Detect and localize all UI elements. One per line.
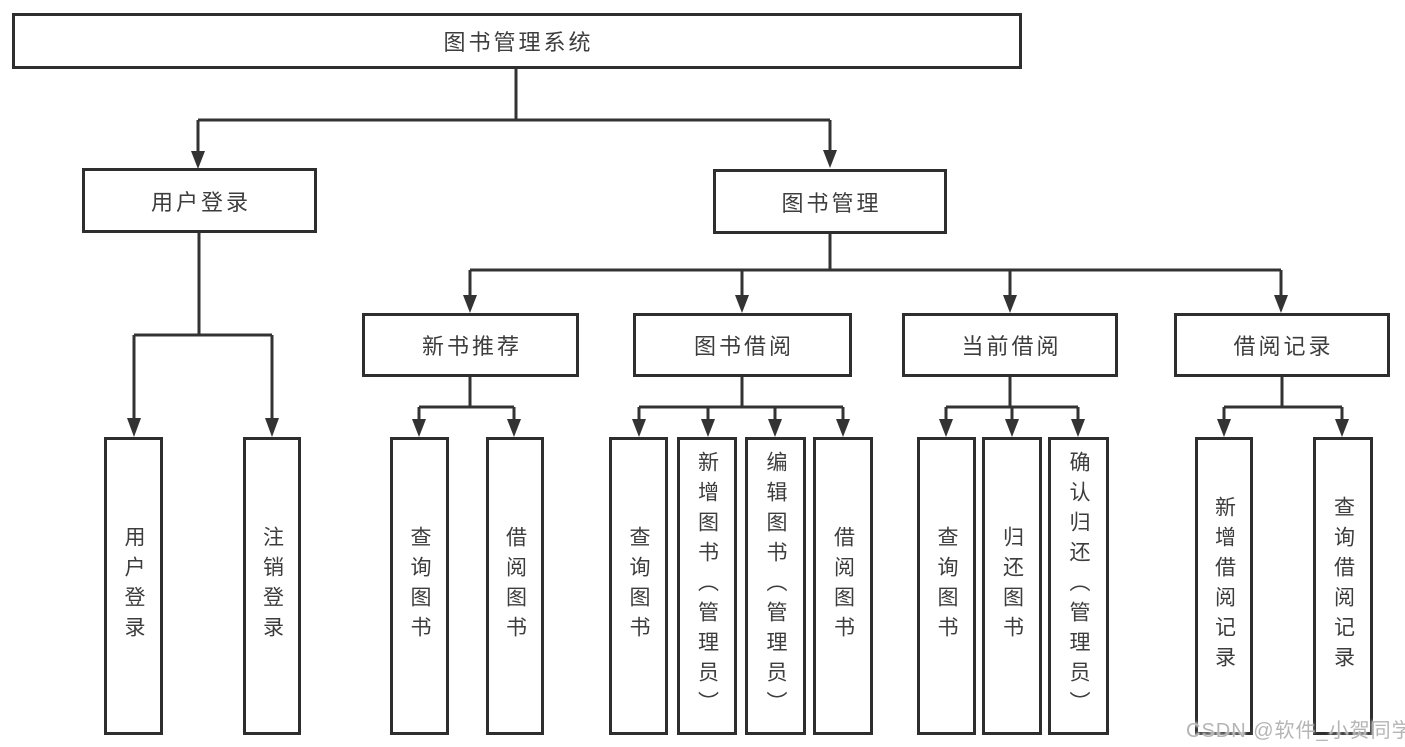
node-new-book-recommend: 新书推荐 bbox=[362, 313, 579, 377]
node-label: 用户登录 bbox=[122, 526, 145, 646]
node-label: 确认归还（管理员） bbox=[1067, 451, 1090, 721]
node-borrowing-records: 借阅记录 bbox=[1174, 313, 1390, 377]
node-book-borrowing: 图书借阅 bbox=[633, 313, 852, 377]
leaf-logout: 注销登录 bbox=[243, 437, 301, 735]
node-label: 图书借阅 bbox=[693, 334, 794, 359]
leaf-return-books: 归还图书 bbox=[982, 437, 1042, 735]
node-label: 查询图书 bbox=[408, 526, 431, 646]
node-label: 当前借阅 bbox=[961, 334, 1062, 359]
node-label: 查询图书 bbox=[627, 526, 650, 646]
node-user-login: 用户登录 bbox=[82, 168, 317, 233]
leaf-query-books-recommend: 查询图书 bbox=[390, 437, 449, 735]
leaf-edit-books-admin: 编辑图书（管理员） bbox=[745, 437, 806, 735]
node-label: 编辑图书（管理员） bbox=[764, 451, 787, 721]
node-label: 归还图书 bbox=[1000, 526, 1024, 646]
leaf-query-books-current: 查询图书 bbox=[917, 437, 976, 735]
leaf-borrow-books-recommend: 借阅图书 bbox=[486, 437, 544, 735]
leaf-confirm-return-admin: 确认归还（管理员） bbox=[1048, 437, 1109, 735]
leaf-user-login: 用户登录 bbox=[104, 437, 163, 735]
node-label: 图书管理 bbox=[781, 190, 882, 216]
node-library-system: 图书管理系统 bbox=[12, 13, 1022, 69]
node-current-borrowing: 当前借阅 bbox=[902, 313, 1118, 377]
leaf-add-books-admin: 新增图书（管理员） bbox=[677, 437, 737, 735]
csdn-watermark: CSDN @软件_小贺同学 bbox=[1186, 720, 1405, 742]
leaf-query-borrow-record: 查询借阅记录 bbox=[1313, 437, 1373, 735]
leaf-add-borrow-record: 新增借阅记录 bbox=[1195, 437, 1253, 735]
node-label: 借阅记录 bbox=[1233, 334, 1334, 359]
node-label: 借阅图书 bbox=[503, 526, 527, 646]
leaf-query-books-borrow: 查询图书 bbox=[609, 437, 668, 735]
node-label: 图书管理系统 bbox=[443, 30, 594, 55]
node-label: 新书推荐 bbox=[421, 334, 522, 359]
node-label: 查询图书 bbox=[935, 526, 958, 646]
node-label: 新增借阅记录 bbox=[1212, 496, 1236, 676]
node-label: 用户登录 bbox=[150, 189, 251, 215]
node-label: 新增图书（管理员） bbox=[695, 451, 719, 721]
node-book-management: 图书管理 bbox=[713, 169, 947, 234]
node-label: 借阅图书 bbox=[831, 526, 855, 646]
node-label: 查询借阅记录 bbox=[1331, 496, 1355, 676]
node-label: 注销登录 bbox=[260, 526, 284, 646]
leaf-borrow-books: 借阅图书 bbox=[813, 437, 873, 735]
